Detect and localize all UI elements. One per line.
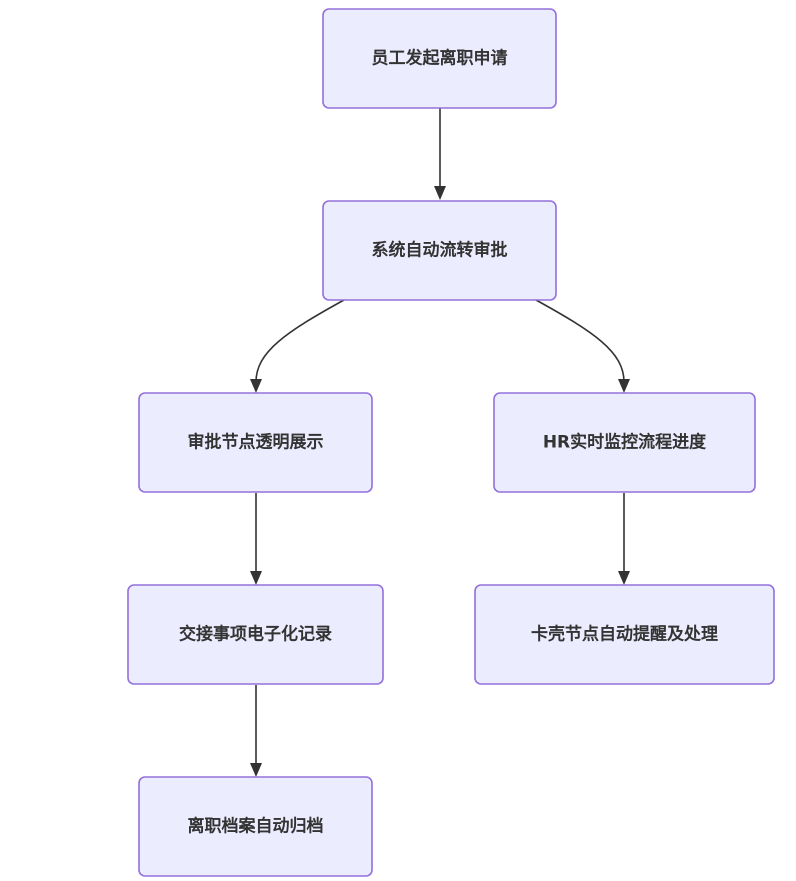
edge-submit-to-approval [434, 108, 446, 200]
edge-approval-to-hr [535, 299, 630, 393]
arrowhead-icon [618, 379, 630, 393]
node-approval-visible-label: 审批节点透明展示 [188, 432, 324, 453]
node-hr-monitor-label: HR实时监控流程进度 [543, 432, 707, 453]
arrowhead-icon [250, 571, 262, 585]
arrowhead-icon [434, 186, 446, 200]
node-submit-request-label: 员工发起离职申请 [372, 48, 508, 69]
node-stuck-reminder[interactable]: 卡壳节点自动提醒及处理 [474, 584, 775, 685]
node-stuck-reminder-label: 卡壳节点自动提醒及处理 [531, 624, 718, 645]
node-handover-record-label: 交接事项电子化记录 [179, 624, 332, 645]
arrowhead-icon [250, 763, 262, 777]
edge-handover-to-archive [250, 685, 262, 777]
edge-approval-to-visible [250, 299, 345, 393]
node-auto-approval[interactable]: 系统自动流转审批 [322, 200, 557, 301]
arrowhead-icon [618, 571, 630, 585]
node-archive-label: 离职档案自动归档 [188, 816, 324, 837]
node-submit-request[interactable]: 员工发起离职申请 [322, 8, 557, 109]
node-approval-visible[interactable]: 审批节点透明展示 [138, 392, 373, 493]
edge-visible-to-handover [250, 493, 262, 585]
edge-hr-to-reminder [618, 493, 630, 585]
node-handover-record[interactable]: 交接事项电子化记录 [127, 584, 384, 685]
node-auto-approval-label: 系统自动流转审批 [372, 240, 508, 261]
arrowhead-icon [250, 379, 262, 393]
node-archive[interactable]: 离职档案自动归档 [138, 776, 373, 877]
node-hr-monitor[interactable]: HR实时监控流程进度 [493, 392, 756, 493]
